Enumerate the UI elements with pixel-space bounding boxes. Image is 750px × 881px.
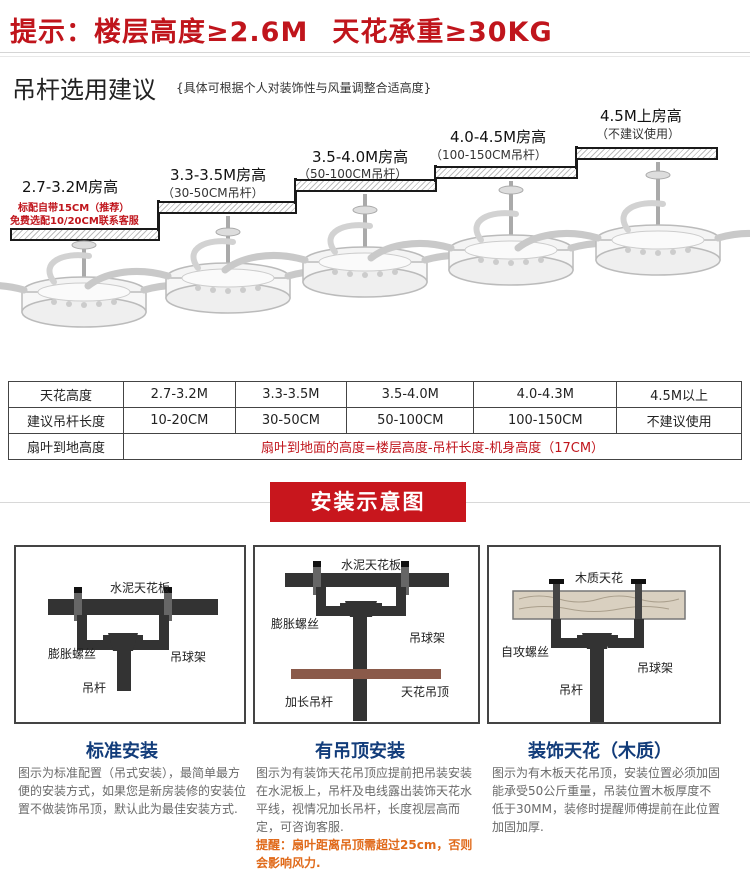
label-extended-downrod: 加长吊杆 [285,695,334,709]
row-header: 建议吊杆长度 [8,407,124,434]
stair-height-label: 4.5M上房高 [600,107,682,125]
table-cell: 30-50CM [234,407,348,434]
warning-blade-clearance: 提醒：扇叶距离吊顶需超过25cm，否则会影响风力. [256,838,473,870]
desc-standard-install: 图示为标准配置（吊式安装），最简单最方便的安装方式，如果您是新房装修的安装位置不… [18,766,247,816]
label-wood-ceiling: 木质天花 [575,571,624,585]
tip-ceiling-load: 天花承重≥30KG [332,17,553,48]
row-header: 扇叶到地高度 [8,433,124,460]
table-cell: 4.0-4.3M [473,381,618,408]
stair-rod-label: （不建议使用） [596,127,681,141]
caption-standard-install: 标准安装 [86,741,158,762]
table-row: 扇叶到地高度 扇叶到地面的高度=楼层高度-吊杆长度-机身高度（17CM） [8,433,742,460]
stair-height-label: 2.7-3.2M房高 [22,178,119,196]
suspended-install-illustration [285,561,449,721]
divider [0,56,750,57]
stair-rod-label: （50-100CM吊杆） [298,167,408,181]
label-suspended-ceiling: 天花吊顶 [401,685,450,699]
label-ball-bracket: 吊球架 [409,631,446,645]
label-ball-bracket: 吊球架 [170,650,207,664]
table-cell: 4.5M以上 [616,381,742,408]
row-header: 天花高度 [8,381,124,408]
panel-suspended-ceiling-install: 水泥天花板 膨胀螺丝 吊球架 加长吊杆 天花吊顶 [253,545,480,724]
stair-height-label: 3.3-3.5M房高 [170,166,267,184]
stair-note-standard: 标配自带15CM（推荐） [18,203,130,214]
section-subtitle: {具体可根据个人对装饰性与风量调整合适高度} [176,81,432,95]
wood-install-illustration [512,579,686,722]
step-riser [157,200,160,231]
panel-standard-install: 水泥天花板 膨胀螺丝 吊球架 吊杆 [14,545,246,724]
label-expansion-bolt: 膨胀螺丝 [271,617,320,631]
tip-banner-text: 提示：楼层高度≥2.6M 天花承重≥30KG [10,10,553,49]
formula-cell: 扇叶到地面的高度=楼层高度-吊杆长度-机身高度（17CM） [123,433,742,460]
section-title: 吊杆选用建议 [12,76,156,104]
label-cement-ceiling: 水泥天花板 [110,581,171,595]
label-downrod: 吊杆 [559,683,584,697]
downrod-spec-table: 天花高度 2.7-3.2M 3.3-3.5M 3.5-4.0M 4.0-4.3M… [8,381,742,460]
stair-rod-label: （100-150CM吊杆） [430,148,547,162]
label-downrod: 吊杆 [82,681,107,695]
table-cell: 不建议使用 [616,407,742,434]
table-cell: 3.5-4.0M [346,381,475,408]
ceiling-step-2 [157,201,297,214]
caption-suspended-install: 有吊顶安装 [315,741,405,762]
ceiling-step-4 [434,166,578,179]
ceiling-step-5 [575,147,718,160]
caption-wood-install: 装饰天花（木质） [528,741,672,762]
stair-rod-label: （30-50CM吊杆） [162,186,264,200]
label-expansion-bolt: 膨胀螺丝 [48,647,97,661]
ceiling-step-1 [10,228,160,241]
label-ball-bracket: 吊球架 [637,661,674,675]
desc-wood-install: 图示为有木板天花吊顶，安装位置必须加固能承受50公斤重量，吊装位置木板厚度不低于… [492,766,721,834]
table-cell: 100-150CM [473,407,618,434]
install-diagram-banner: 安装示意图 [270,482,466,522]
standard-install-illustration [48,587,218,691]
ceiling-step-3 [294,179,437,192]
table-row: 天花高度 2.7-3.2M 3.3-3.5M 3.5-4.0M 4.0-4.3M… [8,381,742,408]
panel-wood-ceiling-install: 木质天花 自攻螺丝 吊球架 吊杆 [487,545,721,724]
stair-height-label: 3.5-4.0M房高 [312,148,409,166]
label-tapping-screw: 自攻螺丝 [501,645,550,659]
table-cell: 10-20CM [123,407,236,434]
table-row: 建议吊杆长度 10-20CM 30-50CM 50-100CM 100-150C… [8,407,742,434]
tip-floor-height: 提示：楼层高度≥2.6M [10,17,309,48]
desc-suspended-install: 图示为有装饰天花吊顶应提前把吊装安装在水泥板上，吊杆及电线露出装饰天花水平线，视… [256,766,473,834]
ceiling-fan-illustrations [0,162,750,380]
stair-height-label: 4.0-4.5M房高 [450,128,547,146]
table-cell: 50-100CM [346,407,475,434]
label-cement-ceiling: 水泥天花板 [341,558,402,572]
divider [0,52,750,53]
table-cell: 2.7-3.2M [123,381,236,408]
table-cell: 3.3-3.5M [234,381,348,408]
stair-note-optional: 免费选配10/20CM联系客服 [10,216,139,227]
